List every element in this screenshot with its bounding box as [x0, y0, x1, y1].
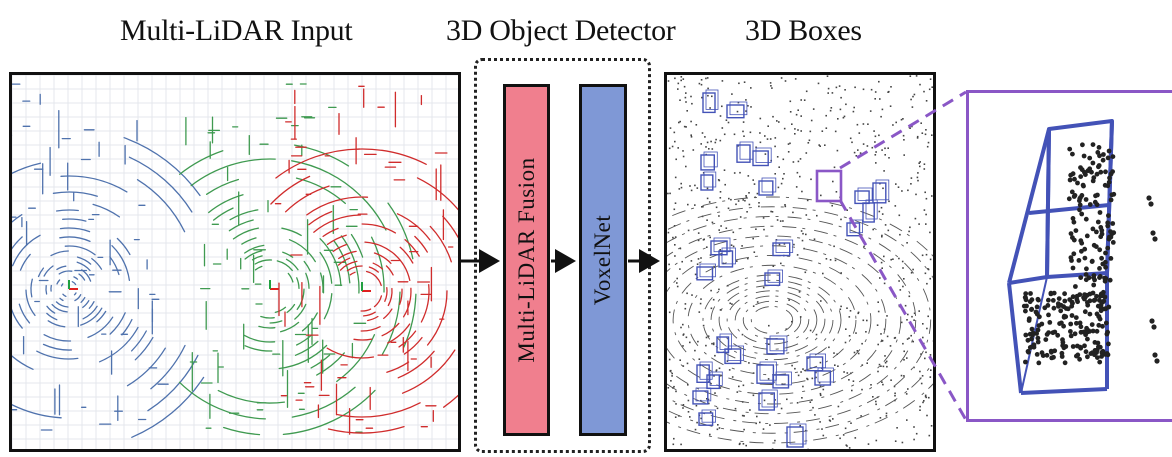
zoomed-box-panel — [966, 90, 1172, 422]
multi-lidar-input-title: Multi-LiDAR Input — [120, 14, 353, 47]
zoom-leader-lines — [838, 90, 968, 421]
3d-object-detector-title: 3D Object Detector — [446, 14, 676, 47]
lidar-3-scan-sensor-origin — [361, 282, 371, 292]
lidar-2-scan-sensor-origin — [269, 280, 279, 290]
multi-lidar-fusion-block: Multi-LiDAR Fusion — [503, 84, 550, 436]
3d-boxes-panel — [582, 72, 962, 452]
lidar-2-scan — [178, 83, 417, 436]
highlighted-box — [815, 169, 843, 203]
lidar-point-cloud-bev — [0, 74, 505, 449]
zoom-box-wireframe — [1007, 119, 1114, 395]
3d-boxes-title: 3D Boxes — [745, 14, 862, 47]
zoomed-3d-box — [1007, 119, 1160, 395]
lidar-1-scan — [0, 83, 205, 438]
zoom-lidar-points — [1021, 142, 1160, 366]
bev-grid — [11, 74, 458, 449]
multi-lidar-input-panel — [0, 72, 505, 452]
lidar-1-scan-sensor-origin — [68, 280, 78, 290]
voxelnet-block: VoxelNet — [579, 84, 627, 436]
